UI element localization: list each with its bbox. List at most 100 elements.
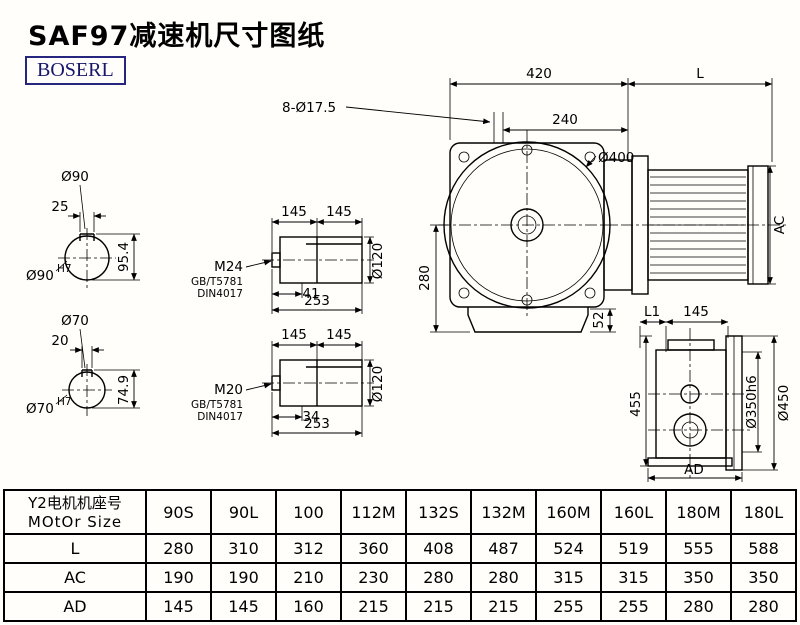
cell: 524: [535, 533, 602, 564]
technical-drawing: Ø90 25 95.4 Ø90 H7 Ø70 20 74.9 Ø70 H7: [26, 66, 792, 482]
label-standard-din: DIN4017: [197, 288, 243, 300]
col-header: 132S: [405, 489, 472, 535]
cell: 255: [600, 591, 667, 622]
cell: 315: [535, 562, 602, 593]
row-label: L: [3, 533, 147, 564]
table-row-AD: AD 145 145 160 215 215 215 255 255 280 2…: [3, 591, 797, 622]
dim-145-right: 145: [326, 204, 352, 220]
label-standard-din: DIN4017: [197, 411, 243, 423]
label-bore-90: Ø90: [26, 268, 54, 284]
table-row-L: L 280 310 312 360 408 487 524 519 555 58…: [3, 533, 797, 564]
dim-total-253: 253: [304, 416, 330, 432]
cell: 230: [340, 562, 407, 593]
col-header: 180L: [730, 489, 797, 535]
cell: 215: [470, 591, 537, 622]
dim-keyway-height-95: 95.4: [116, 242, 132, 272]
col-header: 160M: [535, 489, 602, 535]
label-standard-gb: GB/T5781: [191, 276, 243, 288]
dim-flange-dia-450: Ø450: [776, 385, 792, 421]
dim-thread-depth-41: 41: [302, 286, 319, 302]
cell: 190: [145, 562, 212, 593]
cell: 588: [730, 533, 797, 564]
end-view-bottom: Ø70 20 74.9 Ø70 H7: [26, 313, 140, 417]
cell: 555: [665, 533, 732, 564]
side-view: L1 145 455 Ø350h6 Ø450 AD: [628, 304, 792, 482]
label-bore-70-tolerance: H7: [57, 396, 72, 408]
cell: 280: [730, 591, 797, 622]
cell: 215: [340, 591, 407, 622]
row-label: AD: [3, 591, 147, 622]
shaft-detail-top: 145 145 Ø120 M24 GB/T5781 DIN4017 41 253: [191, 204, 386, 314]
dim-shaft-dia-90: Ø90: [61, 169, 89, 185]
front-view: 420 L 8-Ø17.5 240 Ø400 280 52 AC: [282, 66, 788, 333]
cell: 280: [470, 562, 537, 593]
dim-height-455: 455: [628, 391, 644, 417]
dim-145: 145: [683, 304, 709, 320]
dim-145-left: 145: [281, 327, 307, 343]
dim-center-height-280: 280: [417, 265, 433, 291]
cell: 312: [275, 533, 342, 564]
dim-key-width-25: 25: [51, 199, 68, 215]
dim-motor-length-L: L: [696, 66, 704, 82]
col-header: 132M: [470, 489, 537, 535]
dim-thread-depth-34: 34: [302, 409, 319, 425]
header-motor-frame-cn: Y2电机机座号: [28, 494, 122, 512]
dim-keyway-height-74: 74.9: [116, 375, 132, 405]
dim-dia-120: Ø120: [370, 366, 386, 402]
cell: 255: [535, 591, 602, 622]
dim-145-right: 145: [326, 327, 352, 343]
table-corner-header: Y2电机机座号 MOtOr Size: [3, 489, 147, 535]
dim-shaft-dia-70: Ø70: [61, 313, 89, 329]
dim-overall-width-420: 420: [526, 66, 552, 82]
dim-dia-120: Ø120: [370, 243, 386, 279]
table-header-row: Y2电机机座号 MOtOr Size 90S 90L 100 112M 132S…: [3, 489, 797, 535]
dim-L1: L1: [644, 304, 660, 320]
row-label: AC: [3, 562, 147, 593]
cell: 145: [145, 591, 212, 622]
cell: 280: [665, 591, 732, 622]
dim-145-left: 145: [281, 204, 307, 220]
col-header: 90L: [210, 489, 277, 535]
cell: 408: [405, 533, 472, 564]
col-header: 112M: [340, 489, 407, 535]
motor-size-table: Y2电机机座号 MOtOr Size 90S 90L 100 112M 132S…: [3, 489, 797, 622]
end-view-top: Ø90 25 95.4 Ø90 H7: [26, 169, 140, 288]
gearbox-body: [655, 349, 727, 459]
label-thread-m24: M24: [214, 259, 243, 275]
col-header: 90S: [145, 489, 212, 535]
label-flange-dia-400: Ø400: [598, 150, 634, 166]
dim-base-height-52: 52: [591, 311, 607, 328]
dim-total-253: 253: [304, 293, 330, 309]
col-header: 100: [275, 489, 342, 535]
label-bore-90-tolerance: H7: [57, 263, 72, 275]
dim-width-AD: AD: [684, 462, 704, 478]
table-row-AC: AC 190 190 210 230 280 280 315 315 350 3…: [3, 562, 797, 593]
brand-logo: BOSERL: [25, 56, 126, 85]
label-bolt-holes: 8-Ø17.5: [282, 100, 336, 116]
shaft-detail-bottom: 145 145 Ø120 M20 GB/T5781 DIN4017 34 253: [191, 327, 386, 437]
label-bore-70: Ø70: [26, 401, 54, 417]
header-motor-frame-en: MOtOr Size: [27, 513, 123, 531]
label-standard-gb: GB/T5781: [191, 399, 243, 411]
cell: 519: [600, 533, 667, 564]
cell: 160: [275, 591, 342, 622]
cell: 360: [340, 533, 407, 564]
dim-spigot-dia-350: Ø350h6: [744, 375, 760, 429]
motor-fins: [650, 176, 746, 274]
dim-key-width-20: 20: [51, 333, 68, 349]
cell: 280: [405, 562, 472, 593]
dim-inner-width-240: 240: [552, 112, 578, 128]
cell: 210: [275, 562, 342, 593]
cell: 280: [145, 533, 212, 564]
cell: 145: [210, 591, 277, 622]
page-title: SAF97减速机尺寸图纸: [28, 21, 326, 52]
housing-base: [467, 307, 589, 333]
cell: 487: [470, 533, 537, 564]
cell: 315: [600, 562, 667, 593]
cell: 310: [210, 533, 277, 564]
cell: 350: [665, 562, 732, 593]
col-header: 180M: [665, 489, 732, 535]
cell: 350: [730, 562, 797, 593]
dim-motor-height-AC: AC: [772, 216, 788, 234]
